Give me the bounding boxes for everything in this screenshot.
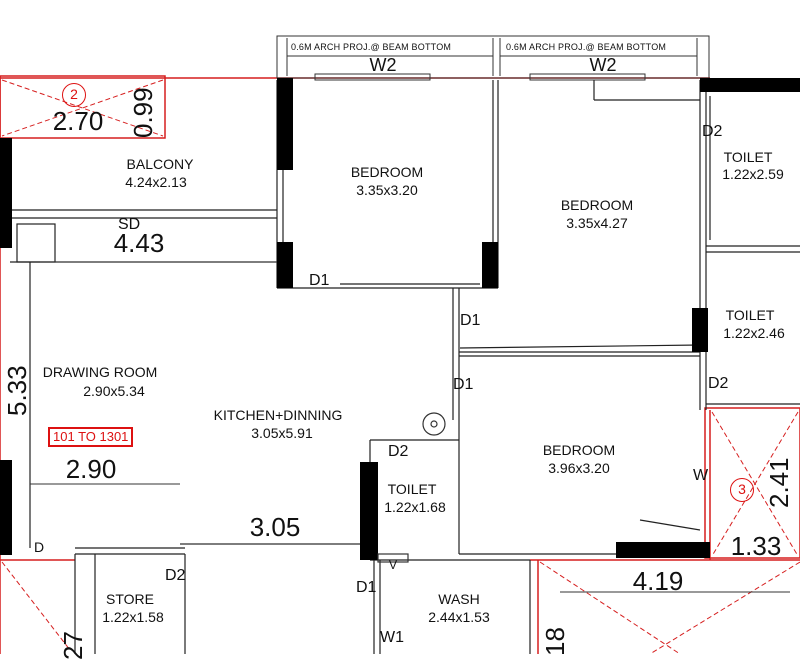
toilet1-name: TOILET xyxy=(723,149,773,165)
window-w2-right: W2 xyxy=(589,55,617,75)
dim-4-19: 4.19 xyxy=(632,566,684,596)
dim-3-05: 3.05 xyxy=(249,512,301,542)
window-w2-left: W2 xyxy=(369,55,397,75)
vent-v: V xyxy=(389,558,398,572)
bedroom1-size: 3.35x3.20 xyxy=(356,182,418,198)
door-d-drawing: D xyxy=(34,539,45,555)
bedroom3-name: BEDROOM xyxy=(542,442,616,458)
door-d2-toilet3: D2 xyxy=(388,443,409,460)
drawing-room-name: DRAWING ROOM xyxy=(42,364,158,380)
beam-projections xyxy=(276,35,710,81)
door-d2-toilet2: D2 xyxy=(708,375,729,392)
arch-note-right: 0.6M ARCH PROJ.@ BEAM BOTTOM xyxy=(506,42,667,52)
dim-18: 18 xyxy=(540,627,570,656)
door-d1-bedroom3: D1 xyxy=(453,376,474,393)
fixtures xyxy=(377,412,446,563)
door-d1-bedroom1: D1 xyxy=(309,272,330,289)
bedroom3-size: 3.96x3.20 xyxy=(548,460,610,476)
dim-1-33: 1.33 xyxy=(730,531,782,561)
circle-marker-2: 2 xyxy=(62,83,86,107)
toilet2-name: TOILET xyxy=(725,307,775,323)
window-w-right: W xyxy=(693,467,709,484)
dim-2-41: 2.41 xyxy=(764,457,794,508)
dim-4-43: 4.43 xyxy=(113,228,165,258)
floor-range-badge: 101 TO 1301 xyxy=(48,427,134,447)
dimension-lines xyxy=(30,261,790,593)
door-d1-wash: D1 xyxy=(356,579,377,596)
balcony-size: 4.24x2.13 xyxy=(125,174,187,190)
door-d2-toilet1: D2 xyxy=(702,123,723,140)
wash-size: 2.44x1.53 xyxy=(428,609,490,625)
circle-marker-3: 3 xyxy=(730,478,754,502)
dim-2-70: 2.70 xyxy=(52,106,104,136)
bedroom1-name: BEDROOM xyxy=(350,164,424,180)
wash-name: WASH xyxy=(438,591,480,607)
dim-2-90: 2.90 xyxy=(65,454,117,484)
red-crosses xyxy=(1,79,800,654)
dim-27: 27 xyxy=(58,631,88,660)
store-name: STORE xyxy=(106,591,154,607)
solid-walls xyxy=(0,78,800,560)
bedroom2-name: BEDROOM xyxy=(560,197,634,213)
bedroom2-size: 3.35x4.27 xyxy=(566,215,628,231)
balcony-name: BALCONY xyxy=(126,156,194,172)
store-size: 1.22x1.58 xyxy=(102,609,164,625)
toilet2-size: 1.22x2.46 xyxy=(723,325,785,341)
sliding-door-sd: SD xyxy=(118,216,141,233)
dim-5-33: 5.33 xyxy=(2,365,32,416)
arch-note-left: 0.6M ARCH PROJ.@ BEAM BOTTOM xyxy=(291,42,452,52)
window-w1: W1 xyxy=(380,629,404,646)
toilet3-name: TOILET xyxy=(387,481,437,497)
toilet3-size: 1.22x1.68 xyxy=(384,499,446,515)
dim-0-99: 0.99 xyxy=(128,87,158,138)
kitchen-size: 3.05x5.91 xyxy=(251,425,313,441)
door-d1-bedroom2: D1 xyxy=(460,312,481,329)
toilet1-size: 1.22x2.59 xyxy=(722,166,784,182)
door-d2-store: D2 xyxy=(165,567,186,584)
drawing-room-size: 2.90x5.34 xyxy=(83,383,145,399)
kitchen-name: KITCHEN+DINNING xyxy=(213,407,343,423)
